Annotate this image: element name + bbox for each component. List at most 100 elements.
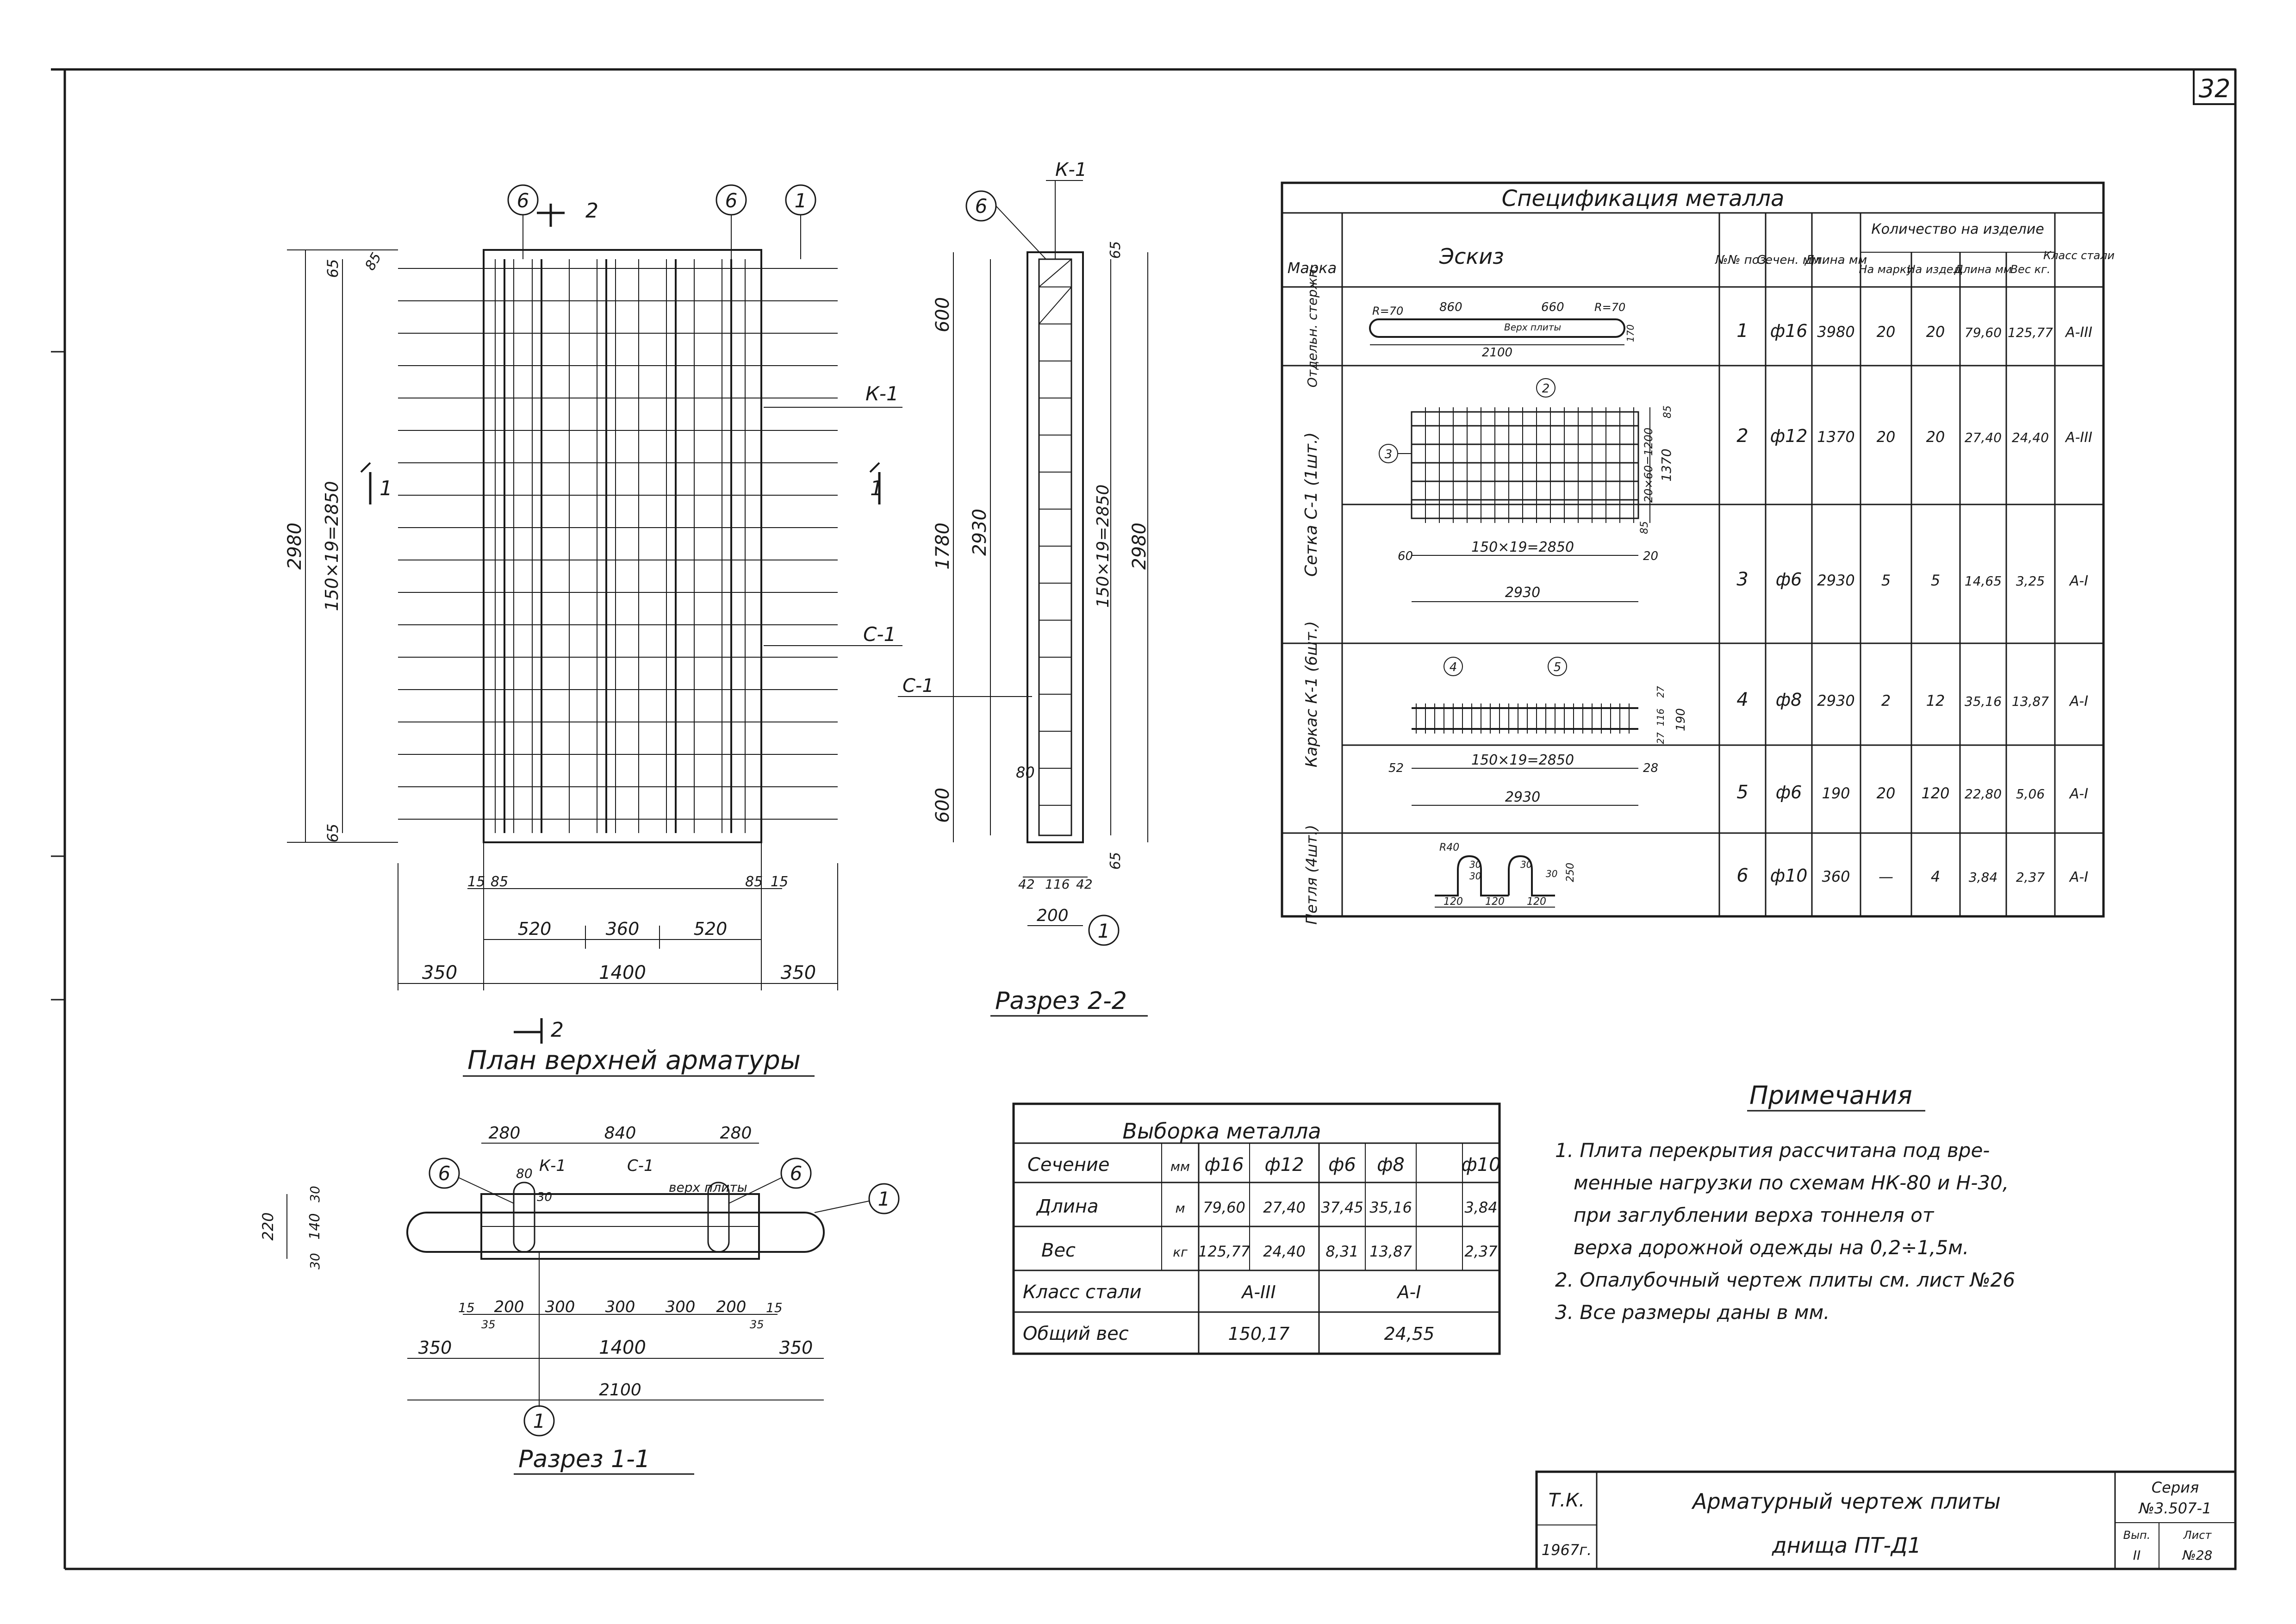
selection-length-label: Длина (1036, 1196, 1098, 1217)
selection-unit-mm: мм (1170, 1159, 1190, 1174)
selection-class-a1: А-I (1396, 1282, 1421, 1302)
section11-dim-350-left: 350 (418, 1338, 452, 1358)
spec-header-qty-mark: На марку (1859, 263, 1913, 276)
section22-dim-42-left: 42 (1018, 877, 1035, 892)
selection-length-12: 27,40 (1263, 1199, 1306, 1216)
selection-title: Выборка металла (1122, 1119, 1321, 1144)
spec-row3-qty-mark: 5 (1881, 572, 1891, 589)
spec-row1-total-length: 79,60 (1965, 325, 2002, 340)
section11-dim-220: 220 (259, 1212, 277, 1240)
sketch4-30-top: 30 (1469, 871, 1481, 882)
section22-label-c1: С-1 (902, 675, 934, 697)
plan-slab-outline (483, 249, 762, 843)
sketch1-170: 170 (1625, 324, 1636, 342)
spec-row5-weight: 5,06 (2016, 786, 2045, 802)
selection-dia-8: ф8 (1377, 1154, 1405, 1176)
spec-row6-pos: 6 (1736, 865, 1748, 886)
notes-line-3: при заглублении верха тоннеля от (1574, 1204, 1935, 1226)
spec-row6-section: ф10 (1770, 865, 1808, 886)
stamp-series-value: №3.507-1 (2138, 1500, 2212, 1517)
spec-row6-qty-mark: — (1879, 868, 1893, 885)
sketch2-20: 20 (1643, 549, 1658, 563)
sketch2-60: 60 (1398, 549, 1413, 563)
spec-row2-section: ф12 (1770, 426, 1808, 446)
sketch1-top-label: Верх плиты (1504, 322, 1561, 333)
sketch4-30-right: 30 (1546, 868, 1557, 879)
plan-label-c1: С-1 (863, 623, 896, 646)
selection-dia-12: ф12 (1264, 1154, 1304, 1176)
plan-dim-1400: 1400 (599, 962, 646, 983)
spec-row1-qty-item: 20 (1926, 323, 1945, 341)
section11-view: 6 6 1 К-1 С-1 верх плиты 280 840 280 80 … (259, 1124, 900, 1475)
section11-dim-840: 840 (604, 1124, 636, 1143)
section11-dim-200-left: 200 (494, 1298, 524, 1316)
plan-dim-85-top: 85 (362, 250, 385, 274)
selection-length-16: 79,60 (1203, 1199, 1245, 1216)
sketch4-120-right: 120 (1527, 896, 1546, 908)
plan-dim-85-left: 85 (491, 874, 508, 890)
section22-dim-bars: 150×19=2850 (1094, 485, 1113, 608)
spec-row: 3 ф6 2930 5 5 14,65 3,25 А-I (1736, 569, 2088, 590)
plan-callout-6-left: 6 (517, 189, 529, 212)
plan-view: 6 6 1 2 1 1 К-1 С-1 2980 150×19=2850 65 … (284, 184, 902, 1077)
section22-dim-1780: 1780 (932, 523, 953, 570)
spec-row2-qty-mark: 20 (1877, 428, 1896, 446)
stamp-issue-value: II (2133, 1548, 2141, 1563)
section11-dim-30: 30 (537, 1190, 552, 1204)
sketch3-190: 190 (1674, 708, 1688, 731)
stamp-issue-label: Вып. (2123, 1529, 2151, 1542)
spec-row3-total-length: 14,65 (1965, 573, 2002, 589)
sketch2-callout-3: 3 (1385, 448, 1393, 461)
notes-block: Примечания 1. Плита перекрытия рассчитан… (1555, 1081, 2015, 1324)
section22-dim-2980: 2980 (1129, 523, 1150, 570)
sketch2-85-top: 85 (1662, 405, 1674, 418)
plan-section-1-right: 1 (870, 477, 883, 500)
section11-callout-1-bottom: 1 (533, 1410, 546, 1432)
sketch-loop: R40 30 30 30 30 250 120 120 120 (1435, 842, 1576, 908)
notes-line-1: 1. Плита перекрытия рассчитана под вре- (1555, 1139, 1990, 1162)
spec-row4-weight: 13,87 (2012, 694, 2049, 709)
plan-dim-65-bottom: 65 (324, 824, 342, 843)
section11-label-c1: С-1 (627, 1157, 654, 1175)
sketch4-30-b: 30 (1520, 859, 1532, 870)
sketch3-27-bottom: 27 (1655, 732, 1666, 744)
spec-header-mark: Марка (1288, 259, 1337, 277)
section11-dim-280-right: 280 (720, 1124, 752, 1143)
sketch1-r-right: R=70 (1594, 301, 1625, 314)
sketch3-27-top: 27 (1655, 686, 1666, 698)
spec-row5-total-length: 22,80 (1965, 786, 2002, 802)
spec-row3-section: ф6 (1776, 569, 1802, 590)
selection-dia-10: ф10 (1461, 1154, 1500, 1176)
selection-class-label: Класс стали (1023, 1282, 1142, 1303)
section11-dim-300-b: 300 (605, 1298, 635, 1316)
spec-row2-length: 1370 (1817, 428, 1854, 446)
plan-rebar-grid (398, 259, 838, 833)
stamp-sheet-label: Лист (2183, 1529, 2212, 1542)
section22-slab (1027, 251, 1084, 843)
section11-label-top: верх плиты (669, 1180, 747, 1195)
stamp-title-1: Арматурный чертеж плиты (1691, 1489, 2001, 1514)
spec-row2-qty-item: 20 (1926, 428, 1945, 446)
section22-dim-116: 116 (1045, 877, 1070, 892)
spec-group-frame: Каркас К-1 (6шт.) (1302, 621, 1321, 767)
selection-dia-6: ф6 (1328, 1154, 1356, 1176)
plan-section-mark-2-bottom: 2 (551, 1018, 564, 1042)
selection-total-a3: 150,17 (1228, 1324, 1290, 1344)
notes-line-4: верха дорожной одежды на 0,2÷1,5м. (1574, 1236, 1969, 1259)
sketch3-bars: 150×19=2850 (1471, 752, 1574, 768)
sketch3-callout-5: 5 (1554, 660, 1562, 674)
selection-table: Выборка металла Сечение мм ф16 ф12 ф6 ф8… (1012, 1102, 1501, 1355)
spec-row2-weight: 24,40 (2012, 430, 2049, 445)
spec-row4-total-length: 35,16 (1965, 694, 2002, 709)
section11-dim-80: 80 (516, 1166, 533, 1181)
spec-row4-qty-item: 12 (1926, 692, 1945, 709)
spec-row6-length: 360 (1822, 868, 1850, 885)
sketch-mesh: 2 3 60 150×19=2850 20 2930 85 20×60=1200… (1379, 378, 1674, 602)
spec-row5-qty-mark: 20 (1877, 784, 1896, 802)
plan-dim-15-left: 15 (467, 874, 485, 890)
selection-unit-kg: кг (1173, 1244, 1188, 1260)
sketch4-120-mid: 120 (1485, 896, 1505, 908)
spec-row: 5 ф6 190 20 120 22,80 5,06 А-I (1736, 782, 2088, 803)
